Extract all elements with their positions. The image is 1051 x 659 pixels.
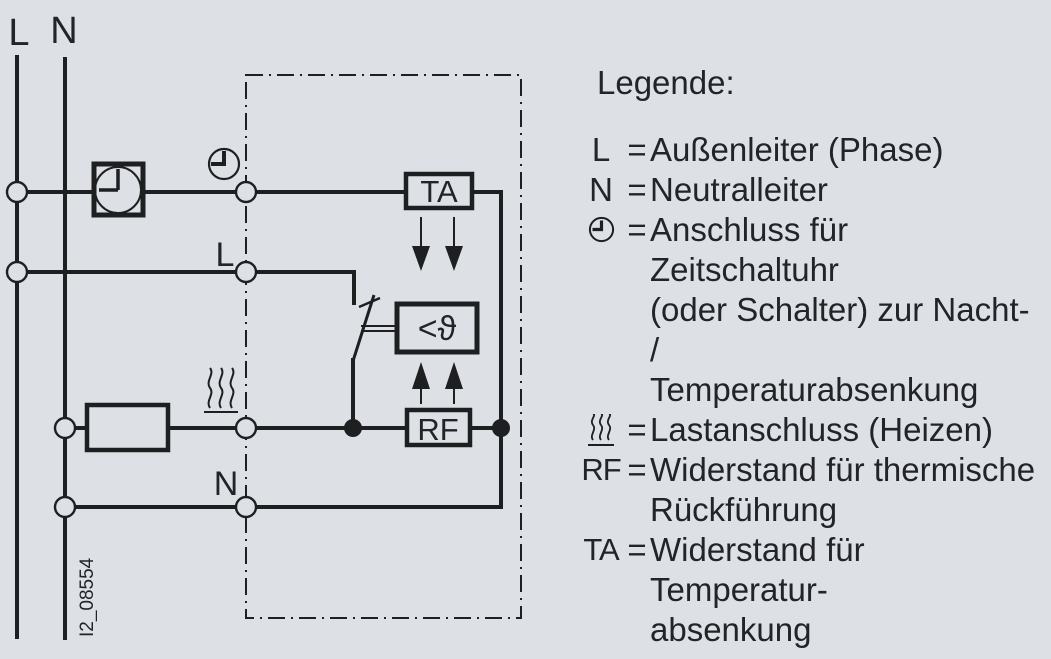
phase-feed-wire	[17, 270, 356, 305]
switch-blade	[351, 294, 376, 362]
ta-influence-arrows	[412, 217, 463, 271]
clock-hands-icon	[99, 169, 120, 192]
node	[234, 260, 258, 284]
inner-neutral-label: N	[214, 465, 239, 503]
legend-def-line: Temperaturabsenkung	[650, 371, 979, 408]
return-wire	[65, 190, 503, 509]
rf-box-label: RF	[417, 412, 458, 447]
load-box	[84, 402, 171, 453]
legend-def-line: Anschluss für Zeitschaltuhr	[650, 211, 849, 288]
up-arrow-head-icon	[445, 362, 463, 389]
mains-lines	[15, 55, 67, 640]
legend: Legende: L = Außenleiter (Phase) N = Neu…	[578, 63, 1046, 650]
legend-def-line: Lastanschluss (Heizen)	[650, 411, 993, 448]
equals-sign: =	[627, 131, 647, 168]
legend-symbol-phase: L	[591, 131, 611, 168]
heating-load-icon	[204, 367, 238, 413]
thermostat-box	[394, 301, 480, 355]
legend-def-line: (oder Schalter) zur Nacht- /	[650, 291, 1030, 368]
thermostat-box-label: <ϑ	[418, 310, 457, 348]
legend-def-line: Außenleiter (Phase)	[650, 131, 944, 168]
equals-sign: =	[627, 411, 647, 448]
clock-hands-icon	[211, 151, 226, 166]
legend-title: Legende:	[597, 64, 735, 101]
phase-label: L	[8, 12, 29, 54]
legend-def-line: Rückführung	[650, 491, 838, 528]
legend-row-timer: = Anschluss für Zeitschaltuhr (oder Scha…	[578, 210, 1046, 410]
timer-switch-symbol	[91, 161, 146, 218]
legend-row-ta: TA = Widerstand für Temperatur- absenkun…	[578, 530, 1046, 650]
rf-influence-arrows	[412, 362, 463, 404]
clock-icon	[588, 216, 614, 243]
node	[5, 260, 29, 284]
equals-sign: =	[627, 531, 647, 568]
node	[53, 416, 77, 440]
junction-dots	[344, 419, 510, 437]
switch-contact-tick	[358, 296, 381, 309]
up-arrow-head-icon	[412, 362, 430, 389]
node	[234, 416, 258, 440]
inner-phase-label: L	[216, 236, 235, 274]
node	[5, 180, 29, 204]
thermostat-switch	[351, 294, 397, 362]
legend-def-line: absenkung	[650, 611, 812, 648]
heat-icon	[588, 414, 614, 446]
legend-row-phase: L = Außenleiter (Phase)	[578, 130, 1046, 170]
legend-row-load: = Lastanschluss (Heizen)	[578, 410, 1046, 450]
junction	[344, 419, 362, 437]
node	[53, 495, 77, 519]
ta-resistor-box	[403, 171, 475, 211]
down-arrow-head-icon	[412, 246, 430, 271]
figure-id: I2_08554	[77, 557, 98, 637]
equals-sign: =	[627, 451, 647, 488]
down-arrow-head-icon	[445, 246, 463, 271]
legend-row-neutral: N = Neutralleiter	[578, 170, 1046, 210]
mechanical-linkage	[361, 325, 397, 332]
legend-symbol-rf: RF	[581, 452, 621, 487]
junction	[492, 419, 510, 437]
rf-resistor-box	[404, 407, 473, 448]
legend-def-line: Widerstand für Temperatur-	[650, 531, 865, 608]
legend-row-rf: RF = Widerstand für thermische Rückführu…	[578, 450, 1046, 530]
legend-symbol-neutral: N	[589, 171, 613, 208]
node	[234, 180, 258, 204]
node	[234, 495, 258, 519]
device-boundary-dashed-box	[245, 74, 522, 619]
neutral-label: N	[50, 10, 77, 52]
legend-symbol-ta: TA	[583, 532, 619, 567]
timer-terminal-clock-icon	[207, 147, 241, 181]
legend-def-line: Neutralleiter	[650, 171, 828, 208]
ta-box-label: TA	[420, 174, 458, 209]
legend-def-line: Widerstand für thermische	[650, 451, 1036, 488]
equals-sign: =	[627, 171, 647, 208]
equals-sign: =	[627, 211, 647, 248]
down-arrow-stems	[420, 217, 455, 249]
clock-face-icon	[94, 166, 142, 214]
terminal-nodes	[5, 180, 258, 519]
